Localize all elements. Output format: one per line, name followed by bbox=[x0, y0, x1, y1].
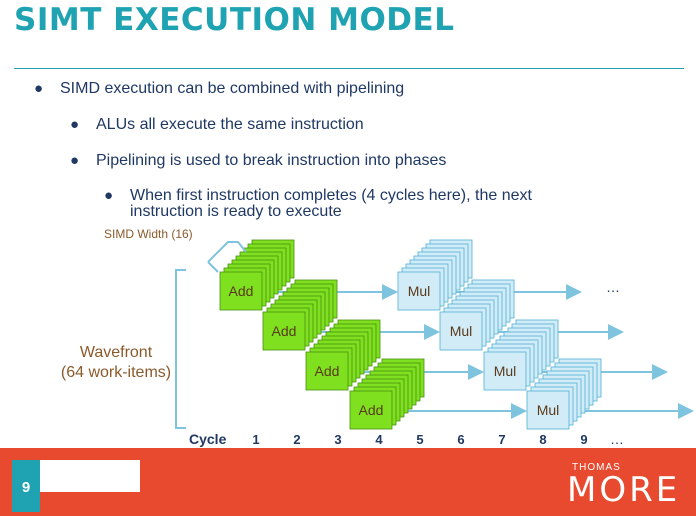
thomas-more-logo: MORE bbox=[567, 470, 681, 510]
simd-lane-layer bbox=[397, 271, 441, 311]
simd-width-bracket bbox=[207, 241, 247, 273]
pipeline-ellipsis: … bbox=[606, 279, 620, 295]
add-stage-3: Add bbox=[305, 319, 381, 391]
bullet-4-text: When first instruction completes (4 cycl… bbox=[130, 187, 532, 220]
bullet-3-text: Pipelining is used to break instruction … bbox=[96, 152, 447, 169]
simd-lane-layer bbox=[439, 311, 483, 351]
cycle-tick-4: 4 bbox=[375, 432, 383, 447]
bullet-2: ● ALUs all execute the same instruction bbox=[70, 116, 364, 134]
simd-width-label: SIMD Width (16) bbox=[104, 227, 193, 241]
mul-stage-4: Mul bbox=[526, 358, 602, 430]
cycle-tick-9: 9 bbox=[580, 432, 587, 447]
logo-small-text: THOMAS bbox=[572, 462, 621, 473]
mul-stage-4-label: Mul bbox=[537, 402, 560, 418]
slide-title: SIMT EXECUTION MODEL bbox=[14, 2, 455, 38]
cycle-ellipsis: … bbox=[610, 431, 624, 447]
mul-stage-1: Mul bbox=[397, 239, 473, 311]
add-stage-3-label: Add bbox=[315, 363, 340, 379]
cycle-tick-7: 7 bbox=[498, 432, 505, 447]
bullet-dot: ● bbox=[70, 116, 80, 133]
cycle-label: Cycle bbox=[189, 431, 227, 447]
bullet-4: ● When first instruction completes (4 cyc… bbox=[104, 187, 590, 220]
add-stage-4-label: Add bbox=[359, 402, 384, 418]
bullet-dot: ● bbox=[70, 152, 80, 169]
bullet-1-text: SIMD execution can be combined with pipe… bbox=[60, 80, 405, 97]
add-stage-1-label: Add bbox=[229, 283, 254, 299]
mul-stage-3: Mul bbox=[483, 319, 559, 391]
simd-lane-layer bbox=[262, 311, 306, 351]
cycle-tick-8: 8 bbox=[539, 432, 546, 447]
wavefront-sublabel: (64 work-items) bbox=[61, 364, 171, 381]
add-stage-2: Add bbox=[262, 279, 338, 351]
title-divider bbox=[14, 68, 684, 69]
simd-lane-layer bbox=[526, 390, 570, 430]
cycle-tick-6: 6 bbox=[457, 432, 464, 447]
mul-stage-1-label: Mul bbox=[408, 283, 431, 299]
add-stage-1: Add bbox=[219, 239, 295, 311]
wavefront-label: Wavefront bbox=[80, 344, 153, 361]
simd-lane-layer bbox=[483, 351, 527, 391]
footer-white-box bbox=[40, 460, 140, 492]
simd-lane-layer bbox=[305, 351, 349, 391]
bullet-1: ● SIMD execution can be combined with pip… bbox=[34, 80, 405, 98]
simd-lane-layer bbox=[219, 271, 263, 311]
mul-stage-2: Mul bbox=[439, 279, 515, 351]
bullet-dot: ● bbox=[104, 187, 114, 204]
page-number: 9 bbox=[12, 460, 40, 512]
bullet-3: ● Pipelining is used to break instruction… bbox=[70, 152, 447, 170]
cycle-tick-2: 2 bbox=[293, 432, 300, 447]
bullet-2-text: ALUs all execute the same instruction bbox=[96, 116, 364, 133]
mul-stage-3-label: Mul bbox=[494, 363, 517, 379]
simd-lane-layer bbox=[349, 390, 393, 430]
bullet-dot: ● bbox=[34, 80, 44, 97]
add-stage-2-label: Add bbox=[272, 323, 297, 339]
add-stage-4: Add bbox=[349, 358, 425, 430]
cycle-tick-5: 5 bbox=[416, 432, 423, 447]
wavefront-brace bbox=[175, 269, 186, 429]
cycle-tick-3: 3 bbox=[334, 432, 341, 447]
cycle-tick-1: 1 bbox=[252, 432, 259, 447]
mul-stage-2-label: Mul bbox=[450, 323, 473, 339]
